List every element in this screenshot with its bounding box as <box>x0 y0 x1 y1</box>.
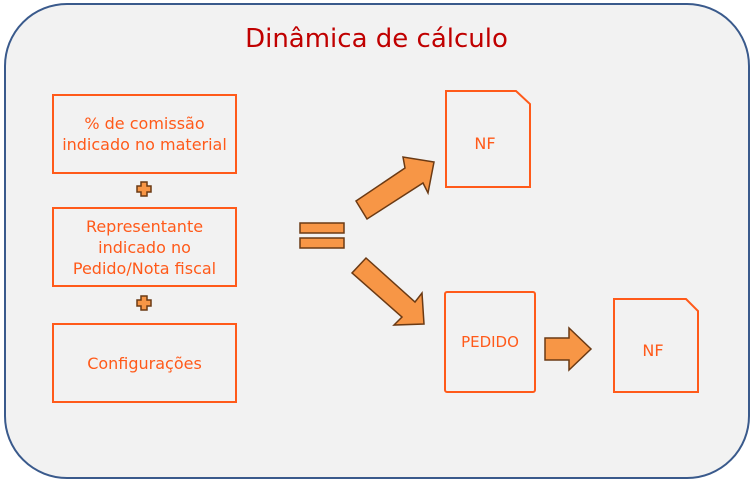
arrow-up-right-icon <box>354 156 435 221</box>
input-box-commission <box>52 94 237 174</box>
plus-icon <box>136 181 152 197</box>
nf-top-label: NF <box>474 133 496 153</box>
input-box-configurations <box>52 323 237 403</box>
arrow-right-icon <box>544 326 593 372</box>
nf-document-bottom <box>613 298 699 393</box>
pedido-label: PEDIDO <box>461 332 519 351</box>
nf-bottom-label: NF <box>642 340 664 360</box>
input-label-commission: % de comissão indicado no material <box>62 114 227 154</box>
plus-icon <box>136 295 152 311</box>
diagram-title: Dinâmica de cálculo <box>245 24 508 54</box>
nf-document-top <box>445 90 531 188</box>
arrow-down-right-icon <box>350 256 425 326</box>
pedido-document <box>444 291 536 393</box>
input-label-configurations: Configurações <box>87 353 202 373</box>
input-label-representative: Representante indicado no Pedido/Nota fi… <box>72 216 217 278</box>
equals-icon <box>299 222 345 249</box>
input-box-representative <box>52 207 237 287</box>
